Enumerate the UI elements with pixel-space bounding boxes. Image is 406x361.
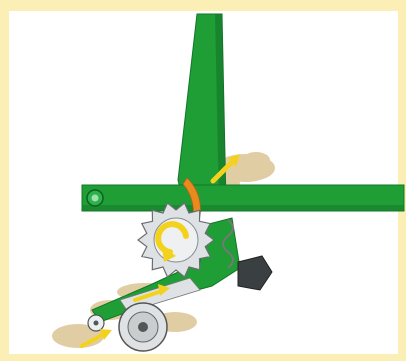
front-roller (88, 315, 104, 331)
closing-wheel-bracket (238, 256, 272, 290)
pivot-bolt-icon (87, 190, 103, 206)
beam-shadow (82, 205, 404, 211)
gauge-wheel (119, 303, 167, 351)
